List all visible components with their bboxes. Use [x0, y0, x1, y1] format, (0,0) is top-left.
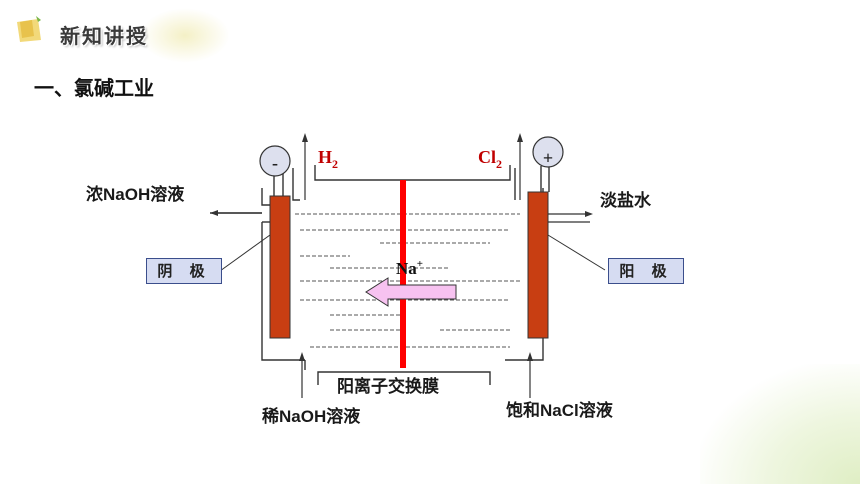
right-outlet-label: 淡盐水 [600, 191, 651, 210]
h2-label: H2 [318, 147, 338, 171]
cl2-label: Cl2 [478, 147, 502, 171]
header-title: 新知讲授 [60, 24, 148, 48]
membrane-bracket [317, 371, 491, 385]
header-glow-decoration [140, 8, 230, 63]
corner-decoration [700, 364, 860, 484]
left-outlet-label: 浓NaOH溶液 [86, 185, 185, 204]
right-inlet-label: 饱和NaCl溶液 [506, 401, 613, 420]
right-inlet-arrow [527, 352, 533, 398]
anode-label-box: 阳 极 [608, 258, 684, 284]
na-ion-label: Na+ [396, 258, 423, 278]
section-title: 一、氯碱工业 [34, 76, 154, 100]
bookmark-badge-icon [17, 16, 41, 42]
cathode-terminal [259, 145, 291, 177]
electrolyte-lines [295, 213, 520, 348]
right-outlet-arrow [543, 211, 593, 223]
cl2-gas-arrow [517, 133, 523, 200]
h2-gas-arrow [302, 133, 308, 200]
anode-terminal-sign: + [543, 148, 553, 168]
anode-terminal [532, 136, 564, 168]
left-outlet-arrow [210, 210, 262, 216]
cathode-label-box: 阴 极 [146, 258, 222, 284]
cation-exchange-membrane [400, 180, 406, 368]
membrane-label: 阳离子交换膜 [337, 377, 439, 396]
cathode-electrode [269, 195, 291, 339]
cell-left-wall [261, 188, 270, 206]
na-ion-migration-arrow [365, 277, 457, 307]
cathode-terminal-sign: - [272, 153, 278, 173]
gas-chamber-top [314, 165, 511, 181]
left-inlet-label: 稀NaOH溶液 [262, 407, 361, 426]
anode-electrode [527, 191, 549, 339]
left-inlet-arrow [299, 352, 305, 398]
